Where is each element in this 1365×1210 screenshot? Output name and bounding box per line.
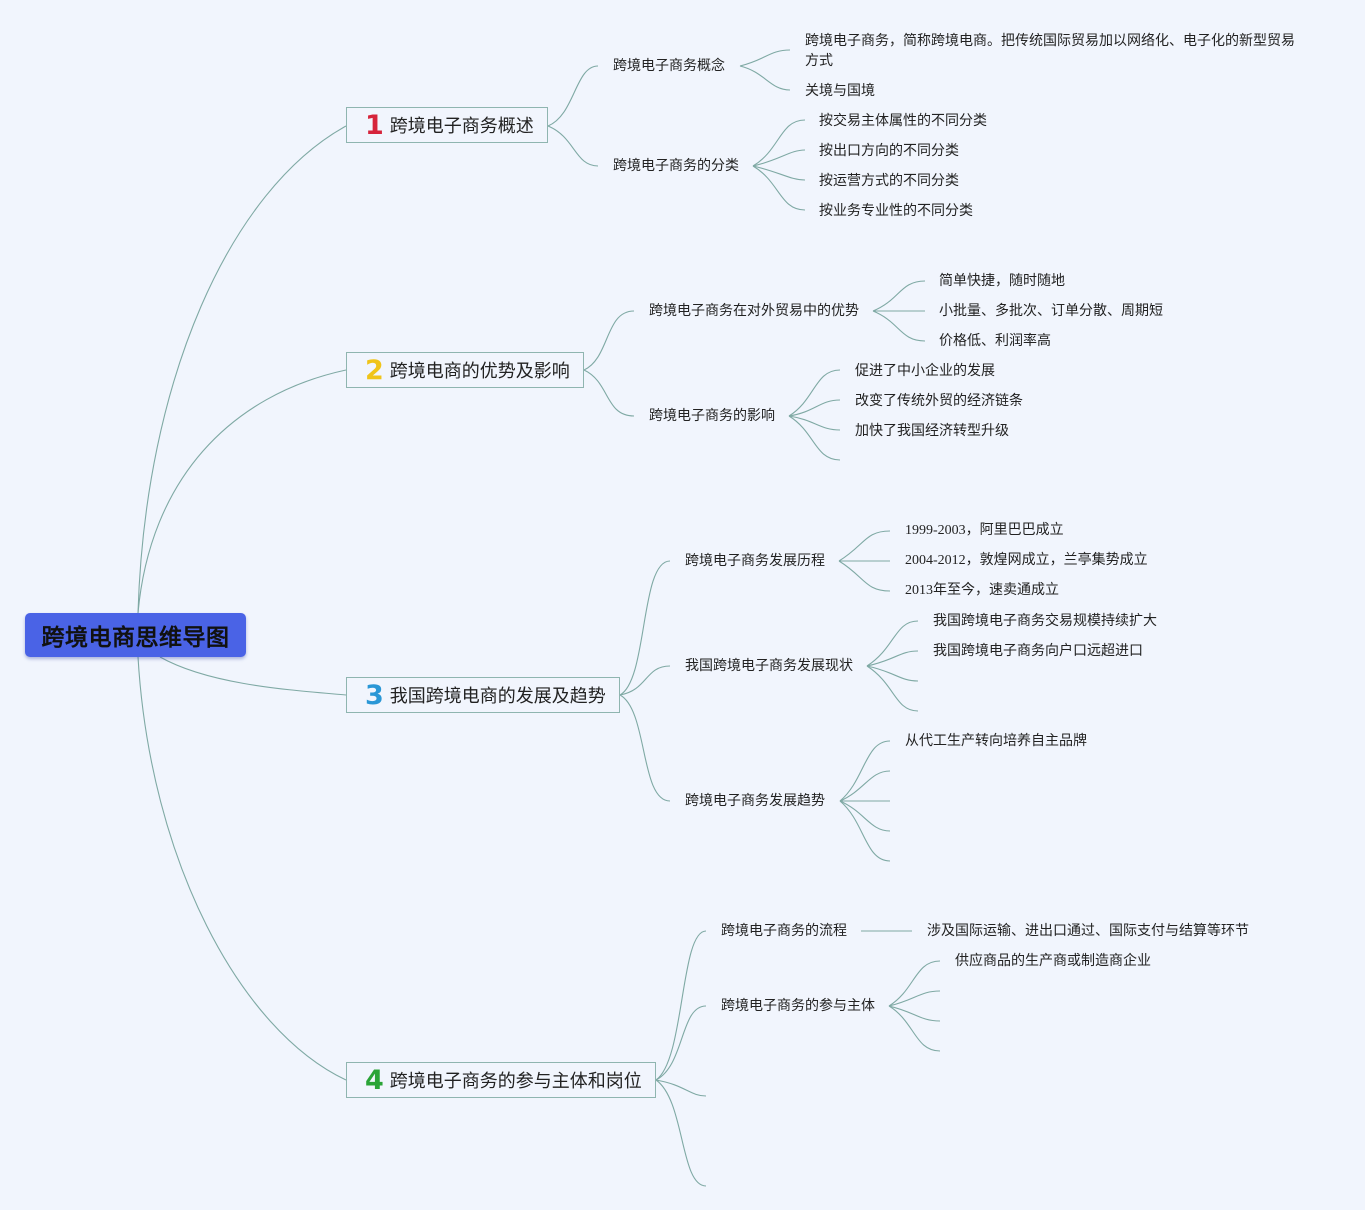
- branch-4-child-2[interactable]: 跨境电子商务的参与主体: [721, 998, 875, 1014]
- branch-1-child-2-item-2[interactable]: 按出口方向的不同分类: [819, 143, 959, 159]
- branch-1-number: 1: [365, 109, 384, 141]
- branch-3-child-2[interactable]: 我国跨境电子商务发展现状: [685, 658, 853, 674]
- branch-2[interactable]: 2 跨境电商的优势及影响: [346, 352, 584, 388]
- branch-3-child-1[interactable]: 跨境电子商务发展历程: [685, 553, 825, 569]
- branch-2-child-1-item-2[interactable]: 小批量、多批次、订单分散、周期短: [939, 303, 1163, 319]
- branch-3-child-1-item-1[interactable]: 1999-2003，阿里巴巴成立: [905, 523, 1064, 538]
- branch-1-child-1[interactable]: 跨境电子商务概念: [613, 58, 725, 74]
- branch-2-child-2-item-2[interactable]: 改变了传统外贸的经济链条: [855, 393, 1023, 409]
- branch-2-child-1[interactable]: 跨境电子商务在对外贸易中的优势: [649, 303, 859, 319]
- branch-2-child-2[interactable]: 跨境电子商务的影响: [649, 408, 775, 424]
- branch-1-title: 跨境电子商务概述: [389, 116, 534, 137]
- branch-3-child-1-item-3[interactable]: 2013年至今，速卖通成立: [905, 583, 1059, 598]
- branch-3-child-2-item-1[interactable]: 我国跨境电子商务交易规模持续扩大: [933, 613, 1157, 629]
- branch-1-child-2-item-4[interactable]: 按业务专业性的不同分类: [819, 203, 973, 219]
- root-topic[interactable]: 跨境电商思维导图: [25, 613, 246, 657]
- branch-2-number: 2: [365, 354, 384, 386]
- branch-1-child-1-item-1[interactable]: 跨境电子商务，简称跨境电商。把传统国际贸易加以网络化、电子化的新型贸易方式: [805, 33, 1295, 69]
- branch-3-child-1-item-2[interactable]: 2004-2012，敦煌网成立，兰亭集势成立: [905, 553, 1148, 568]
- branch-4-child-2-item-1[interactable]: 供应商品的生产商或制造商企业: [955, 953, 1151, 969]
- branch-4-child-1[interactable]: 跨境电子商务的流程: [721, 923, 847, 939]
- branch-1-child-2-item-1[interactable]: 按交易主体属性的不同分类: [819, 113, 987, 129]
- branch-3-child-3-item-1[interactable]: 从代工生产转向培养自主品牌: [905, 733, 1087, 749]
- branch-2-child-1-item-3[interactable]: 价格低、利润率高: [939, 333, 1051, 349]
- branch-1[interactable]: 1 跨境电子商务概述: [346, 107, 548, 143]
- branch-3-child-3[interactable]: 跨境电子商务发展趋势: [685, 793, 825, 809]
- branch-1-child-2-item-3[interactable]: 按运营方式的不同分类: [819, 173, 959, 189]
- branch-4-child-1-item-1[interactable]: 涉及国际运输、进出口通过、国际支付与结算等环节: [927, 923, 1249, 939]
- branch-3-number: 3: [365, 679, 384, 711]
- branch-3-child-2-item-2[interactable]: 我国跨境电子商务向户口远超进口: [933, 643, 1143, 659]
- branch-3[interactable]: 3 我国跨境电商的发展及趋势: [346, 677, 620, 713]
- branch-2-child-2-item-3[interactable]: 加快了我国经济转型升级: [855, 423, 1009, 439]
- branch-1-child-2[interactable]: 跨境电子商务的分类: [613, 158, 739, 174]
- branch-4[interactable]: 4 跨境电子商务的参与主体和岗位: [346, 1062, 656, 1098]
- branch-2-child-1-item-1[interactable]: 简单快捷，随时随地: [939, 273, 1065, 289]
- branch-4-title: 跨境电子商务的参与主体和岗位: [389, 1071, 642, 1092]
- branch-2-child-2-item-1[interactable]: 促进了中小企业的发展: [855, 363, 995, 379]
- branch-1-child-1-item-2[interactable]: 关境与国境: [805, 83, 875, 99]
- branch-4-number: 4: [365, 1064, 384, 1096]
- branch-3-title: 我国跨境电商的发展及趋势: [389, 686, 606, 707]
- branch-2-title: 跨境电商的优势及影响: [389, 361, 570, 382]
- root-title: 跨境电商思维导图: [41, 625, 230, 651]
